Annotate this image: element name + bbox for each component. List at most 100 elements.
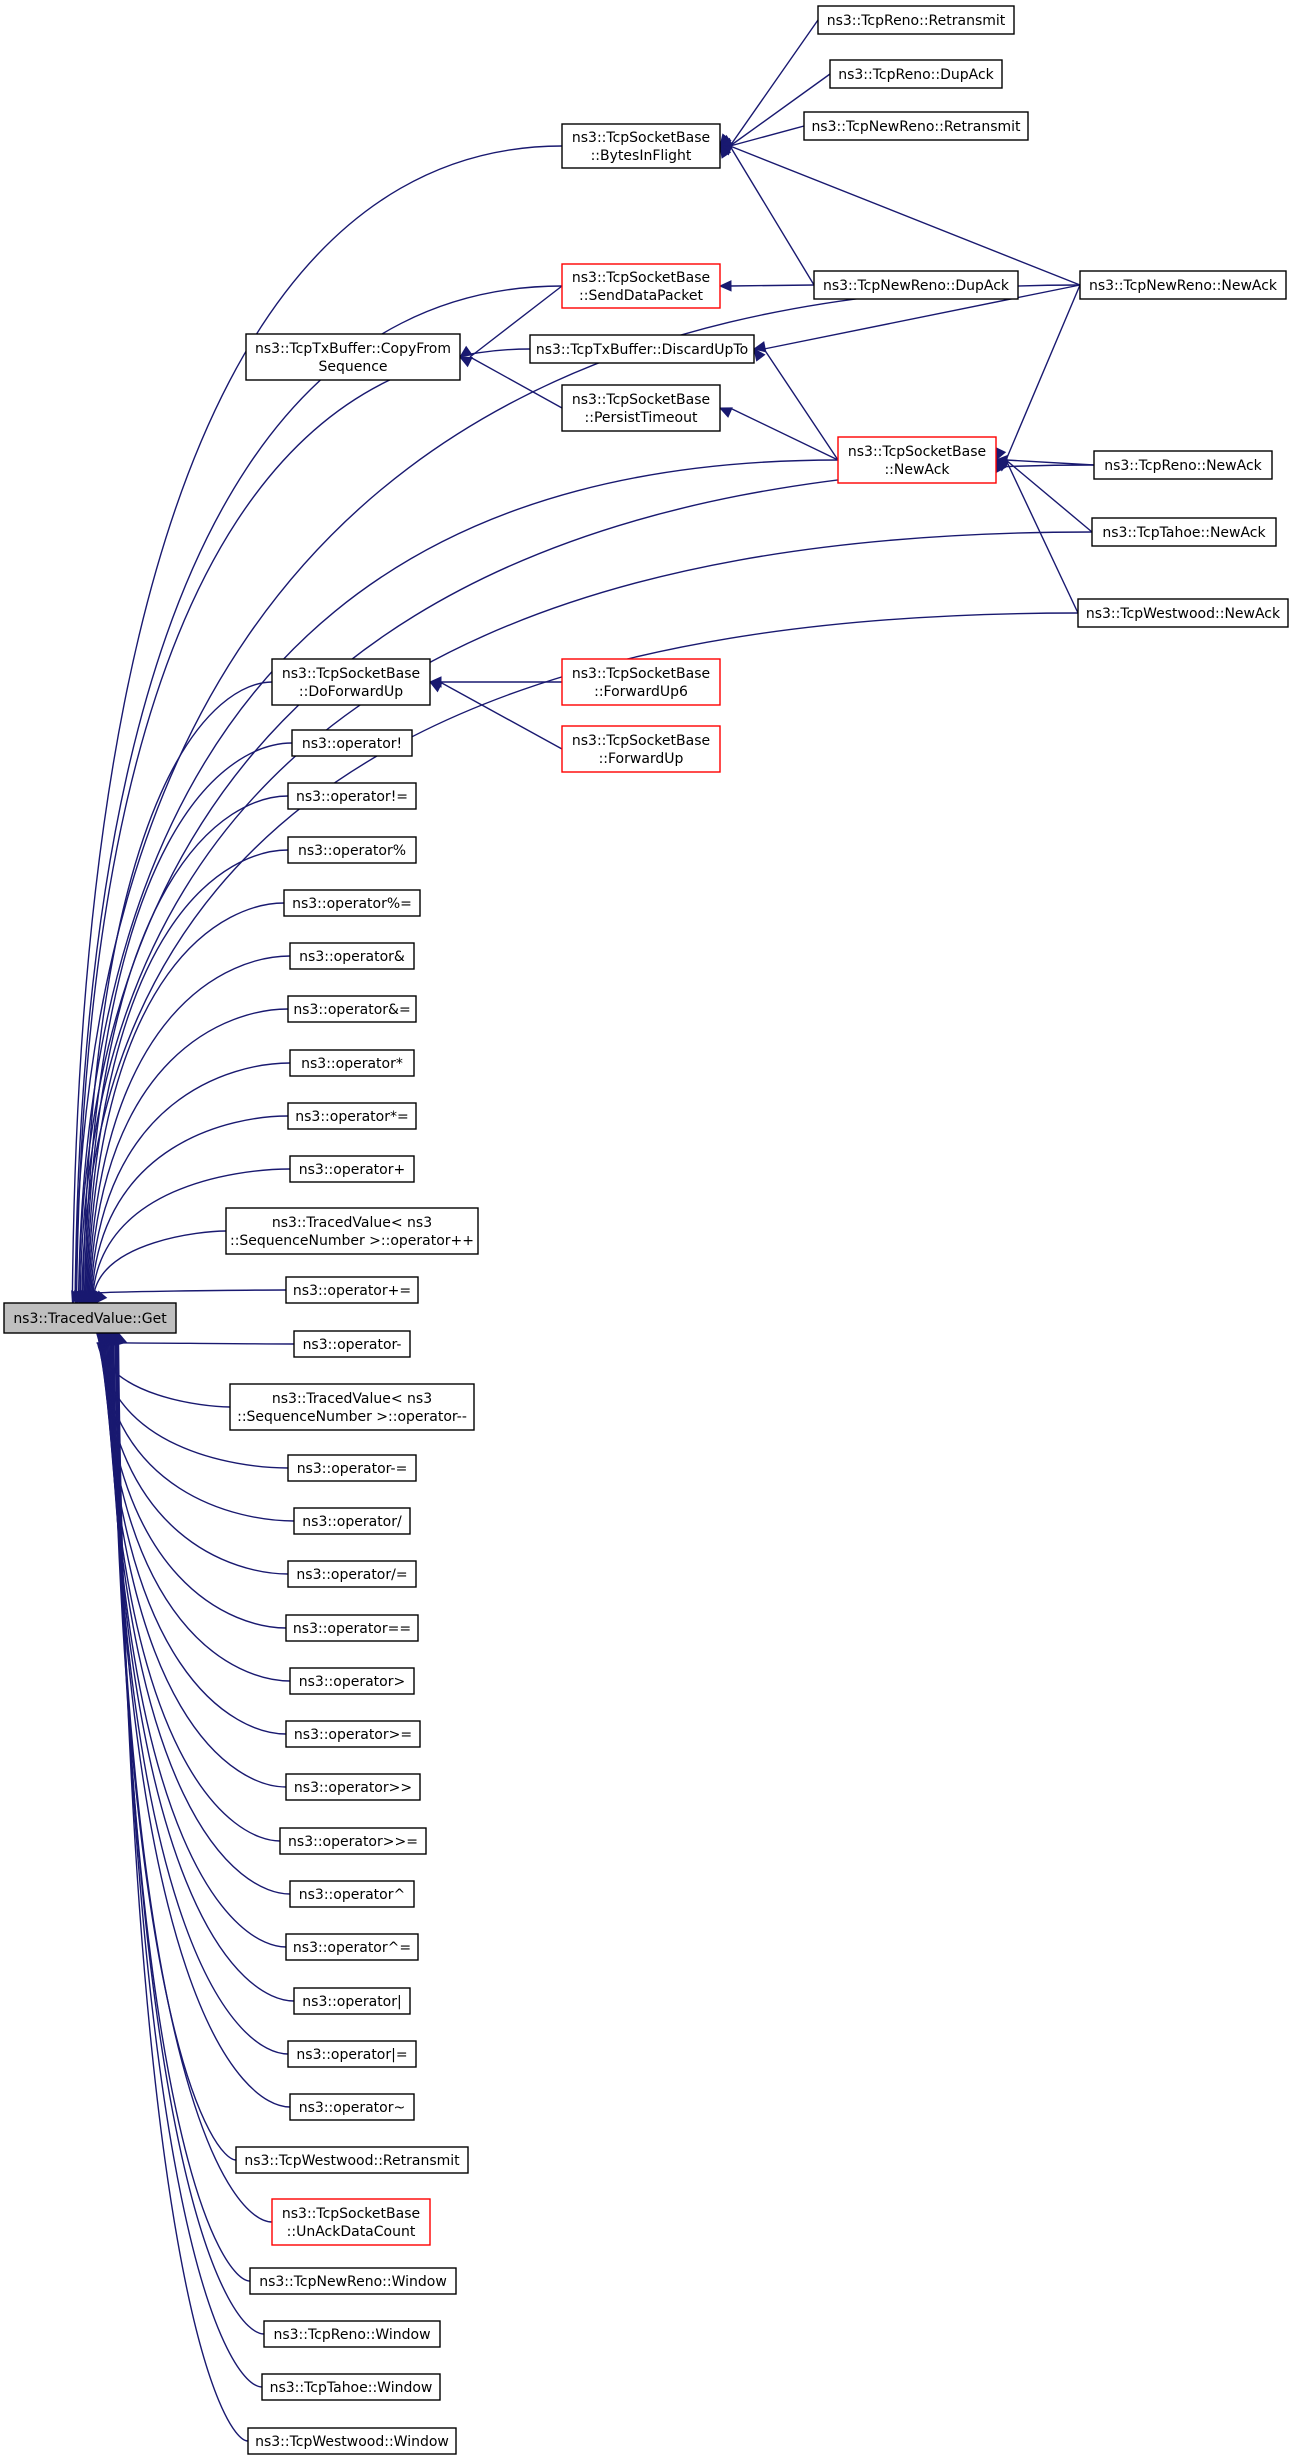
node-label: ns3::TcpTxBuffer::CopyFrom bbox=[255, 341, 451, 357]
edge-newreno_newack-to-dut bbox=[752, 284, 1081, 353]
node-pt[interactable]: ns3::TcpSocketBase::PersistTimeout bbox=[561, 384, 721, 432]
node-newreno-retx[interactable]: ns3::TcpNewReno::Retransmit bbox=[803, 111, 1029, 141]
node-label: ns3::TcpSocketBase bbox=[572, 392, 710, 408]
node-op-andeq[interactable]: ns3::operator&= bbox=[287, 995, 417, 1023]
node-tv-dec[interactable]: ns3::TracedValue< ns3::SequenceNumber >:… bbox=[229, 1383, 475, 1431]
node-reno-dupack[interactable]: ns3::TcpReno::DupAck bbox=[829, 59, 1003, 89]
node-label: ns3::operator-= bbox=[297, 1461, 408, 1477]
node-label: ns3::operator% bbox=[298, 843, 406, 859]
node-label: ns3::operator== bbox=[293, 1621, 411, 1637]
node-label: ::PersistTimeout bbox=[585, 410, 698, 426]
node-tv-inc[interactable]: ns3::TracedValue< ns3::SequenceNumber >:… bbox=[225, 1207, 479, 1255]
node-op-xoreq[interactable]: ns3::operator^= bbox=[285, 1933, 419, 1961]
node-op-diveq[interactable]: ns3::operator/= bbox=[287, 1560, 417, 1588]
node-op-plus[interactable]: ns3::operator+ bbox=[289, 1155, 415, 1183]
node-fu[interactable]: ns3::TcpSocketBase::ForwardUp bbox=[561, 725, 721, 773]
node-op-not[interactable]: ns3::operator! bbox=[291, 729, 413, 757]
edge-newreno_dupack-to-sdp bbox=[718, 280, 815, 292]
edge-tahoe_newack-to-get bbox=[79, 531, 1093, 1305]
node-op-shr[interactable]: ns3::operator>> bbox=[285, 1773, 421, 1801]
edge-westwood_window-to-get bbox=[116, 1331, 249, 2442]
node-op-tilde[interactable]: ns3::operator~ bbox=[289, 2093, 415, 2121]
node-label: ns3::operator~ bbox=[299, 2100, 405, 2116]
edge-pt-to-cfs bbox=[458, 356, 563, 409]
node-op-xor[interactable]: ns3::operator^ bbox=[289, 1880, 415, 1908]
node-reno-window[interactable]: ns3::TcpReno::Window bbox=[263, 2320, 441, 2348]
node-label: ns3::TcpNewReno::NewAck bbox=[1089, 278, 1278, 294]
node-uadc[interactable]: ns3::TcpSocketBase::UnAckDataCount bbox=[271, 2198, 431, 2246]
node-sb-newack[interactable]: ns3::TcpSocketBase::NewAck bbox=[837, 436, 997, 484]
edge-op_diveq-to-get bbox=[100, 1331, 289, 1575]
node-label: ns3::operator| bbox=[302, 1994, 401, 2010]
edge-reno_retx-to-bif bbox=[719, 19, 819, 147]
node-westwood-newack[interactable]: ns3::TcpWestwood::NewAck bbox=[1077, 598, 1289, 628]
node-label: ns3::operator>= bbox=[294, 1727, 412, 1743]
node-label: ns3::TcpReno::Retransmit bbox=[827, 13, 1006, 29]
node-get[interactable]: ns3::TracedValue::Get bbox=[3, 1302, 177, 1334]
node-op-gt[interactable]: ns3::operator> bbox=[289, 1667, 415, 1695]
node-op-ge[interactable]: ns3::operator>= bbox=[285, 1720, 421, 1748]
node-fu6[interactable]: ns3::TcpSocketBase::ForwardUp6 bbox=[561, 658, 721, 706]
node-op-mod[interactable]: ns3::operator% bbox=[287, 836, 417, 864]
edge-newreno_dupack-to-bif bbox=[719, 144, 815, 286]
node-reno-retx[interactable]: ns3::TcpReno::Retransmit bbox=[817, 5, 1015, 35]
node-newreno-newack[interactable]: ns3::TcpNewReno::NewAck bbox=[1079, 270, 1287, 300]
node-label: ::DoForwardUp bbox=[299, 684, 403, 700]
node-bif[interactable]: ns3::TcpSocketBase::BytesInFlight bbox=[561, 123, 721, 169]
node-op-pluseq[interactable]: ns3::operator+= bbox=[285, 1276, 419, 1304]
node-label: ns3::operator|= bbox=[296, 2047, 407, 2063]
node-tahoe-window[interactable]: ns3::TcpTahoe::Window bbox=[261, 2373, 441, 2401]
node-op-div[interactable]: ns3::operator/ bbox=[293, 1507, 411, 1535]
edge-reno_window-to-get bbox=[114, 1331, 265, 2335]
node-op-or[interactable]: ns3::operator| bbox=[293, 1987, 411, 2015]
node-op-modeq[interactable]: ns3::operator%= bbox=[283, 889, 421, 917]
edge-newreno_newack-to-sb_newack bbox=[995, 284, 1081, 462]
node-op-oreq[interactable]: ns3::operator|= bbox=[287, 2040, 417, 2068]
node-label: ns3::operator!= bbox=[296, 789, 408, 805]
node-newreno-window[interactable]: ns3::TcpNewReno::Window bbox=[249, 2267, 457, 2295]
node-op-minus[interactable]: ns3::operator- bbox=[293, 1330, 411, 1358]
node-label: ::NewAck bbox=[884, 462, 950, 478]
node-label: ns3::operator! bbox=[302, 736, 402, 752]
edge-westwood_newack-to-sb_newack bbox=[995, 458, 1079, 614]
node-label: ns3::operator+ bbox=[299, 1162, 405, 1178]
node-label: ns3::TcpReno::NewAck bbox=[1104, 458, 1262, 474]
node-label: ns3::operator& bbox=[299, 949, 405, 965]
node-sdp[interactable]: ns3::TcpSocketBase::SendDataPacket bbox=[561, 263, 721, 309]
node-op-shreq[interactable]: ns3::operator>>= bbox=[279, 1827, 427, 1855]
node-ww-retx[interactable]: ns3::TcpWestwood::Retransmit bbox=[235, 2146, 469, 2174]
node-op-muleq[interactable]: ns3::operator*= bbox=[287, 1102, 417, 1130]
node-label: ns3::TcpTahoe::NewAck bbox=[1102, 525, 1266, 541]
node-op-minuseq[interactable]: ns3::operator-= bbox=[287, 1454, 417, 1482]
node-label: ns3::TracedValue< ns3 bbox=[272, 1391, 432, 1407]
node-tahoe-newack[interactable]: ns3::TcpTahoe::NewAck bbox=[1091, 517, 1277, 547]
node-op-ne[interactable]: ns3::operator!= bbox=[287, 782, 417, 810]
node-dut[interactable]: ns3::TcpTxBuffer::DiscardUpTo bbox=[529, 334, 755, 364]
node-newreno-dupack[interactable]: ns3::TcpNewReno::DupAck bbox=[813, 270, 1019, 300]
edge-newreno_newack-to-bif bbox=[718, 144, 1081, 286]
node-label: ns3::TracedValue< ns3 bbox=[272, 1215, 432, 1231]
node-label: ns3::operator* bbox=[301, 1056, 403, 1072]
node-reno-newack[interactable]: ns3::TcpReno::NewAck bbox=[1093, 450, 1273, 480]
node-op-eq[interactable]: ns3::operator== bbox=[285, 1614, 419, 1642]
node-label: ::UnAckDataCount bbox=[287, 2224, 416, 2240]
edge-sb_newack-to-dut bbox=[753, 348, 839, 461]
node-label: ::BytesInFlight bbox=[591, 148, 692, 164]
edge-tahoe_window-to-get bbox=[115, 1331, 263, 2388]
node-westwood-window[interactable]: ns3::TcpWestwood::Window bbox=[247, 2427, 457, 2455]
edge-layer bbox=[71, 19, 1095, 2442]
edge-op_eq-to-get bbox=[101, 1331, 287, 1629]
node-label: ns3::operator- bbox=[303, 1337, 402, 1353]
node-label: ::SequenceNumber >::operator++ bbox=[230, 1233, 474, 1249]
node-label: ns3::operator*= bbox=[295, 1109, 408, 1125]
node-dfu[interactable]: ns3::TcpSocketBase::DoForwardUp bbox=[271, 658, 431, 706]
node-label: ns3::operator/= bbox=[296, 1567, 407, 1583]
node-label: ns3::TcpSocketBase bbox=[572, 130, 710, 146]
node-op-mul[interactable]: ns3::operator* bbox=[289, 1049, 415, 1077]
edge-fu6-to-dfu bbox=[428, 676, 562, 688]
node-op-and[interactable]: ns3::operator& bbox=[289, 942, 415, 970]
node-label: ns3::TcpNewReno::Retransmit bbox=[811, 119, 1021, 135]
edge-reno_newack-to-get bbox=[78, 464, 1095, 1305]
